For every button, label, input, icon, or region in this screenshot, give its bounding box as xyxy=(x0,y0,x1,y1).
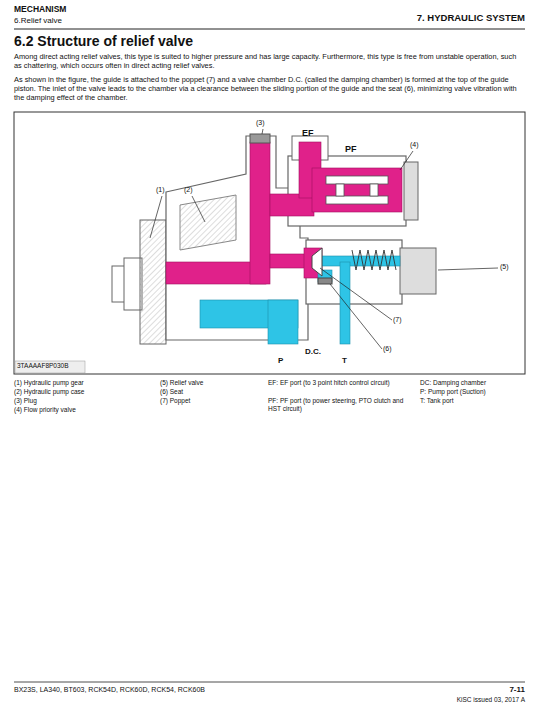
port-label: P xyxy=(278,356,283,365)
key-entry: (2) Hydraulic pump case xyxy=(14,388,84,395)
key-entry: (3) Plug xyxy=(14,397,37,404)
callout-number: (1) xyxy=(156,186,165,194)
key-entry: (5) Relief valve xyxy=(160,379,203,386)
key-entry: EF: EF port (to 3 point hitch control ci… xyxy=(268,379,413,387)
callout-number: (2) xyxy=(184,186,193,194)
key-entry: DC: Damping chamber xyxy=(420,379,486,386)
key-entry: (1) Hydraulic pump gear xyxy=(14,379,84,386)
key-entry: P: Pump port (Suction) xyxy=(420,388,486,395)
figure-id: 3TAAAAF8P030B xyxy=(17,362,69,369)
key-entry: (6) Seat xyxy=(160,388,183,395)
body-paragraph: As shown in the figure, the guide is att… xyxy=(14,76,525,103)
port-label: EF xyxy=(302,128,314,138)
footer-models: BX23S, LA340, BT603, RCK54D, RCK60D, RCK… xyxy=(14,686,205,694)
port-label: T xyxy=(342,356,347,365)
footer-issue: KiSC issued 03, 2017 A xyxy=(457,696,525,703)
key-entry: PF: PF port (to power steering, PTO clut… xyxy=(268,397,413,413)
callout-number: (6) xyxy=(383,345,392,353)
port-label: PF xyxy=(345,144,357,154)
callout-number: (3) xyxy=(256,119,265,127)
key-entry: (4) Flow priority valve xyxy=(14,406,76,413)
callout-number: (5) xyxy=(500,263,509,271)
page-number: 7-11 xyxy=(509,685,525,694)
body-paragraph: Among direct acting relief valves, this … xyxy=(14,53,525,71)
section-header: MECHANISM xyxy=(14,5,66,15)
section-subheader: 6.Relief valve xyxy=(14,16,62,25)
key-entry: (7) Poppet xyxy=(160,397,190,404)
section-title: 6.2 Structure of relief valve xyxy=(14,33,193,49)
chapter-header: 7. HYDRAULIC SYSTEM xyxy=(417,13,525,24)
callout-number: (4) xyxy=(410,141,419,149)
port-label: D.C. xyxy=(305,347,321,356)
callout-number: (7) xyxy=(393,316,402,324)
key-entry: T: Tank port xyxy=(420,397,453,404)
